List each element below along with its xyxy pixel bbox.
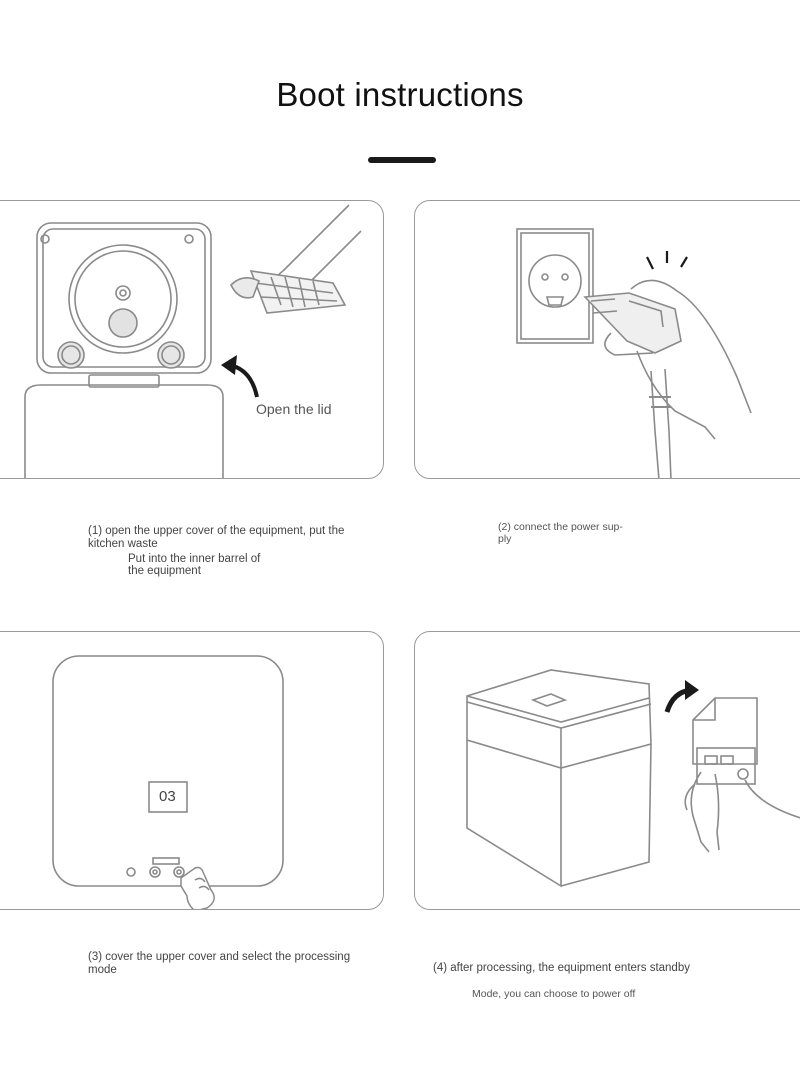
step-1-caption-line-2: kitchen waste xyxy=(88,538,158,550)
step-4-caption-line-2: Mode, you can choose to power off xyxy=(472,988,636,1000)
device-top-view-drawing xyxy=(52,655,284,909)
open-lid-arrow-icon xyxy=(221,355,259,398)
mode-display: 03 xyxy=(159,788,176,805)
page-title: Boot instructions xyxy=(276,76,524,113)
step-1-caption-line-4: the equipment xyxy=(128,565,201,577)
step-2-caption-line-1: (2) connect the power sup- xyxy=(498,521,623,533)
step-2-illustration xyxy=(414,200,800,479)
step-1-caption-line-1: (1) open the upper cover of the equipmen… xyxy=(88,525,345,537)
open-device-drawing xyxy=(24,204,362,478)
hand-pointer-icon xyxy=(180,866,215,909)
step-2-caption-line-2: ply xyxy=(498,533,512,545)
power-plug-icon xyxy=(516,228,752,478)
step-3-caption-line-1: (3) cover the upper cover and select the… xyxy=(88,951,351,963)
step-3-caption-line-2: mode xyxy=(88,964,117,976)
step-4-caption-line-1: (4) after processing, the equipment ente… xyxy=(433,962,690,974)
flip-arrow-icon xyxy=(664,680,699,713)
step-4-illustration xyxy=(414,631,800,910)
open-lid-label: Open the lid xyxy=(256,401,332,417)
step-1-caption-line-3: Put into the inner barrel of xyxy=(128,553,261,565)
step-3-illustration: 03 xyxy=(0,631,384,910)
step-1-illustration: Open the lid xyxy=(0,200,384,479)
title-underline xyxy=(368,157,436,163)
device-side-view-drawing xyxy=(466,669,800,888)
